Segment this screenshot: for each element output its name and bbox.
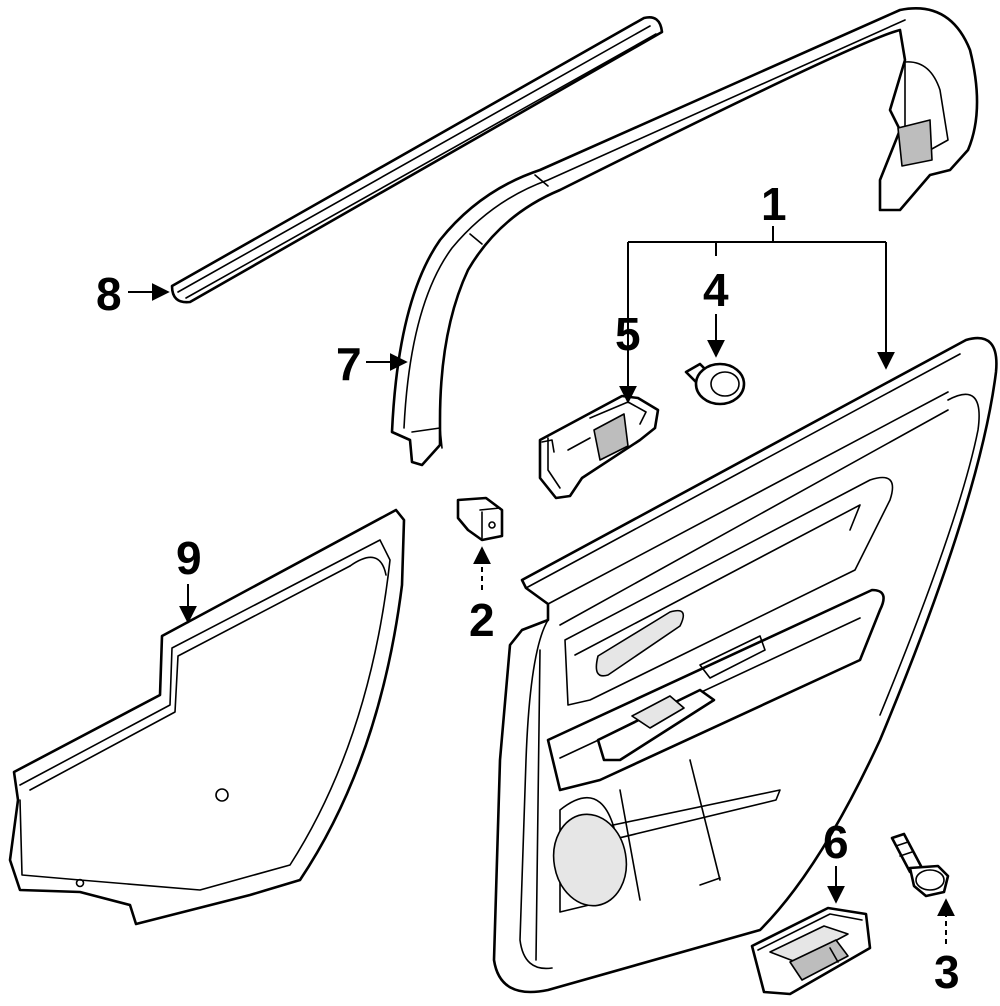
frame-trim-part-7 <box>390 7 979 467</box>
retainer-part-2 <box>456 496 504 542</box>
screw-part-3 <box>890 832 950 898</box>
callout-1: 1 <box>761 178 787 230</box>
callout-2: 2 <box>469 594 495 646</box>
callout-6: 6 <box>823 816 849 868</box>
door-trim-panel-part-1 <box>492 336 998 994</box>
callout-8: 8 <box>96 268 122 320</box>
callout-7: 7 <box>336 338 362 390</box>
callout-9: 9 <box>176 532 202 584</box>
belt-moulding-part-8 <box>170 16 664 304</box>
window-switch-part-6 <box>750 906 872 996</box>
callout-3: 3 <box>934 946 960 998</box>
callout-labels: 1 2 3 4 5 6 7 8 9 <box>96 178 960 998</box>
callout-leaders <box>128 226 955 944</box>
inside-handle-part-5 <box>538 394 660 500</box>
water-shield-part-9 <box>8 508 406 926</box>
callout-4: 4 <box>703 264 729 316</box>
callout-5: 5 <box>615 308 641 360</box>
trim-clip-part-4 <box>684 362 746 406</box>
